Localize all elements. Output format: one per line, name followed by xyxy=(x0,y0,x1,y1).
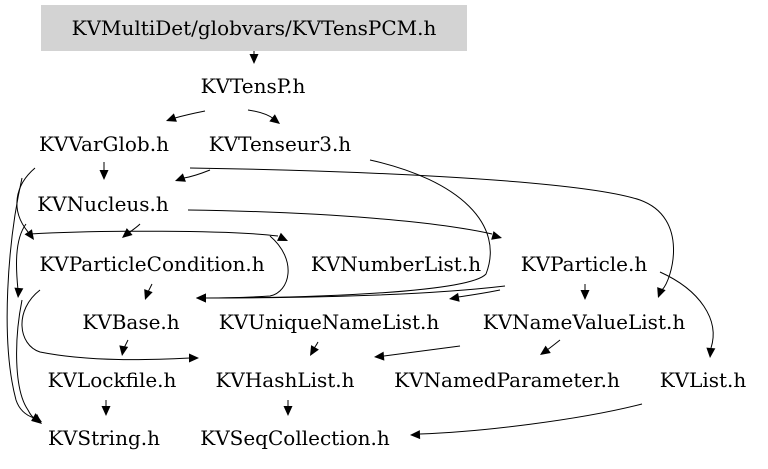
edge-particle-to-list xyxy=(659,271,716,358)
edge-namevaluelist-to-namedparameter xyxy=(540,339,561,355)
edge-varglob-to-nucleus xyxy=(99,162,109,180)
edge-namevaluelist-to-hashlist xyxy=(374,345,461,361)
edge-arrowhead xyxy=(249,54,259,64)
node-kvnumberlist[interactable]: KVNumberList.h xyxy=(310,252,482,276)
edge-nucleus-to-particle xyxy=(187,209,502,240)
edge-particle-to-base xyxy=(196,285,506,303)
edge-hashlist-to-seqcollection xyxy=(283,400,293,416)
node-kvtensp[interactable]: KVTensP.h xyxy=(200,74,306,98)
edge-arrowhead xyxy=(99,170,109,180)
edge-arrowhead xyxy=(119,345,129,356)
node-kvnamevaluelist[interactable]: KVNameValueList.h xyxy=(482,310,686,334)
node-kvhashlist[interactable]: KVHashList.h xyxy=(215,368,355,392)
edge-arrowhead xyxy=(175,173,186,182)
node-kvlockfile[interactable]: KVLockfile.h xyxy=(47,368,177,392)
edge-arrowhead xyxy=(196,293,206,303)
edge-nucleus-to-string xyxy=(14,223,27,298)
node-kvseqcollection[interactable]: KVSeqCollection.h xyxy=(200,426,390,450)
node-kvparticlecondition[interactable]: KVParticleCondition.h xyxy=(39,252,265,276)
node-kvparticle[interactable]: KVParticle.h xyxy=(520,252,648,276)
edge-arrowhead xyxy=(122,228,133,238)
edge-root-to-tensp xyxy=(249,51,259,64)
edge-arrowhead xyxy=(580,290,590,300)
edge-nucleus-to-numberlist xyxy=(29,230,288,241)
node-kvtenspcm-root: KVMultiDet/globvars/KVTensPCM.h xyxy=(41,5,467,51)
node-kvvarglob[interactable]: KVVarGlob.h xyxy=(39,132,169,156)
edge-tensp-to-tenseur3 xyxy=(247,109,280,124)
edge-arrowhead xyxy=(283,406,293,416)
node-kvnucleus[interactable]: KVNucleus.h xyxy=(37,192,169,216)
edge-arrowhead xyxy=(269,114,280,124)
edge-particlecondition-to-string xyxy=(16,299,42,424)
edge-arrowhead xyxy=(189,353,199,363)
node-kvuniquenamelist[interactable]: KVUniqueNameList.h xyxy=(218,310,440,334)
edge-base-to-lockfile xyxy=(119,339,129,356)
edge-uniquenamelist-to-hashlist xyxy=(310,341,319,356)
edge-tenseur3-to-nucleus xyxy=(175,169,211,182)
edge-varglob-to-namevaluelist xyxy=(189,167,674,298)
edge-arrowhead xyxy=(101,406,111,416)
edge-particle-to-namevaluelist xyxy=(580,284,590,300)
edge-particle-to-uniquenamelist xyxy=(449,289,501,302)
node-kvbase[interactable]: KVBase.h xyxy=(82,310,180,334)
edge-particlecondition-to-base xyxy=(144,283,153,300)
edge-arrowhead xyxy=(374,351,385,361)
edge-arrowhead xyxy=(31,414,42,424)
edge-lockfile-to-string xyxy=(101,400,111,416)
edge-arrowhead xyxy=(14,287,24,298)
edge-arrowhead xyxy=(166,113,177,122)
node-kvtenseur3[interactable]: KVTenseur3.h xyxy=(208,132,352,156)
edge-arrowhead xyxy=(410,430,421,440)
edge-arrowhead xyxy=(277,232,288,241)
edge-nucleus-to-particlecondition xyxy=(122,223,141,238)
edge-arrowhead xyxy=(144,289,153,300)
node-kvnamedparameter[interactable]: KVNamedParameter.h xyxy=(394,368,620,392)
edge-arrowhead xyxy=(310,345,319,356)
edge-arrowhead xyxy=(491,231,502,240)
edge-particlecondition-to-hashlist xyxy=(21,289,199,363)
node-kvstring[interactable]: KVString.h xyxy=(47,426,160,450)
edge-arrowhead xyxy=(24,229,34,240)
node-kvlist[interactable]: KVList.h xyxy=(659,368,747,392)
edge-tensp-to-varglob xyxy=(166,110,206,122)
edge-arrowhead xyxy=(540,345,551,355)
edge-arrowhead xyxy=(449,292,460,302)
edge-arrowhead xyxy=(657,287,666,298)
edge-list-to-seqcollection xyxy=(410,403,643,440)
edge-arrowhead xyxy=(706,347,716,358)
